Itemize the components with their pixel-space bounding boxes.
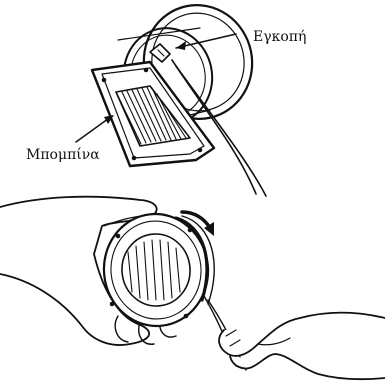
spool-assembly [92, 0, 266, 196]
notch-label: Εγκοπή [253, 29, 306, 45]
bobbin-label: Μπομπίνα [26, 147, 100, 163]
winding-scene [0, 197, 385, 380]
notch-callout-arrow [176, 34, 236, 50]
bobbin-callout-arrow [76, 115, 114, 142]
right-hand [219, 313, 385, 379]
notch [150, 44, 170, 62]
